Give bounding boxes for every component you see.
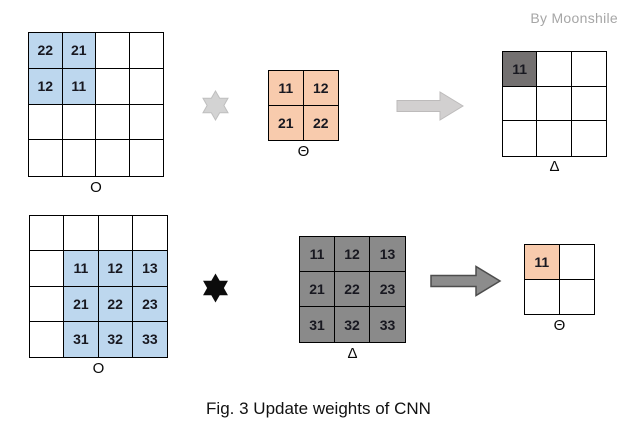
grid-bottom-input-label: O xyxy=(92,360,105,377)
grid-cell-bottom_input-r4c4: 33 xyxy=(132,321,167,357)
grid-cell-top_input-r3c4 xyxy=(129,105,163,141)
grid-cell-top_input-r4c2 xyxy=(63,140,96,176)
grid-cell-bottom_input-r3c4: 23 xyxy=(132,286,167,322)
grid-top-output-label: Δ xyxy=(549,158,560,175)
grid-cell-bottom_delta-r1c3: 13 xyxy=(370,237,405,272)
grid-cell-bottom_output-r1c2 xyxy=(559,245,594,280)
grid-top-input-label: O xyxy=(90,179,102,196)
grid-cell-top_output-r1c1: 11 xyxy=(503,52,538,87)
grid-cell-top_input-r3c3 xyxy=(96,104,130,141)
grid-cell-top_input-r2c2: 11 xyxy=(62,68,96,105)
grid-bottom-output-label: Θ xyxy=(553,317,566,334)
grid-cell-top_output-r3c1 xyxy=(503,121,538,156)
grid-cell-bottom_delta-r2c2: 22 xyxy=(335,272,370,307)
grid-bottom-delta-label: Δ xyxy=(347,345,358,362)
grid-cell-bottom_input-r1c1 xyxy=(30,216,65,252)
grid-cell-bottom_input-r4c2: 31 xyxy=(64,321,99,357)
grid-cell-bottom_input-r3c2: 21 xyxy=(64,286,99,322)
grid-cell-top_kernel-r1c2: 12 xyxy=(303,71,338,106)
watermark-text: By Moonshile xyxy=(530,10,618,26)
grid-cell-bottom_input-r2c4: 13 xyxy=(132,251,167,287)
grid-cell-bottom_delta-r3c1: 31 xyxy=(300,307,335,342)
right-arrow-light-icon xyxy=(396,91,464,126)
grid-cell-bottom_input-r1c4 xyxy=(132,216,167,252)
grid-cell-bottom_input-r2c2: 11 xyxy=(64,251,99,287)
grid-bottom-output: 11 xyxy=(524,244,595,315)
grid-cell-top_input-r2c4 xyxy=(129,69,163,105)
grid-top-output: 11 xyxy=(502,51,607,157)
grid-cell-bottom_delta-r2c3: 23 xyxy=(370,272,405,307)
grid-cell-bottom_delta-r3c2: 32 xyxy=(335,307,370,342)
grid-cell-bottom_output-r2c1 xyxy=(525,279,560,314)
grid-cell-bottom_input-r3c1 xyxy=(30,286,65,322)
grid-cell-bottom_input-r1c3 xyxy=(98,216,133,252)
grid-cell-bottom_delta-r1c1: 11 xyxy=(300,237,335,272)
grid-cell-top_output-r1c2 xyxy=(537,52,572,87)
grid-cell-top_kernel-r1c1: 11 xyxy=(269,71,304,106)
grid-cell-bottom_delta-r2c1: 21 xyxy=(300,272,335,307)
grid-cell-top_input-r1c2: 21 xyxy=(62,33,96,69)
grid-cell-bottom_input-r3c3: 22 xyxy=(98,286,133,322)
grid-cell-bottom_input-r2c1 xyxy=(30,251,65,287)
figure-caption: Fig. 3 Update weights of CNN xyxy=(206,399,431,418)
right-arrow-dark-icon xyxy=(430,265,502,302)
grid-cell-top_output-r2c2 xyxy=(537,86,572,122)
convolution-star-light-icon xyxy=(200,89,231,127)
grid-cell-top_kernel-r2c2: 22 xyxy=(303,105,338,140)
grid-cell-top_input-r3c1 xyxy=(29,104,63,141)
grid-cell-bottom_input-r4c1 xyxy=(30,321,65,357)
grid-cell-top_output-r1c3 xyxy=(571,52,606,87)
grid-cell-bottom_output-r1c1: 11 xyxy=(525,245,560,280)
grid-top-kernel-label: Θ xyxy=(297,143,310,160)
grid-cell-top_input-r1c4 xyxy=(129,33,163,69)
grid-cell-top_input-r1c3 xyxy=(96,33,130,69)
grid-cell-top_input-r3c2 xyxy=(62,104,96,141)
grid-cell-top_input-r1c1: 22 xyxy=(29,33,63,69)
grid-cell-top_input-r4c3 xyxy=(96,140,130,176)
grid-cell-bottom_input-r4c3: 32 xyxy=(98,321,133,357)
grid-cell-top_input-r2c1: 12 xyxy=(29,68,63,105)
grid-cell-top_kernel-r2c1: 21 xyxy=(269,105,304,140)
grid-cell-top_input-r4c1 xyxy=(29,140,63,176)
grid-cell-top_input-r2c3 xyxy=(96,68,130,105)
grid-cell-top_output-r2c1 xyxy=(503,86,538,122)
grid-cell-bottom_delta-r1c2: 12 xyxy=(335,237,370,272)
grid-cell-top_output-r3c3 xyxy=(572,121,606,156)
grid-cell-top_input-r4c4 xyxy=(130,140,164,176)
grid-cell-bottom_delta-r3c3: 33 xyxy=(370,307,405,342)
grid-cell-bottom_input-r1c2 xyxy=(64,216,99,252)
grid-cell-top_output-r3c2 xyxy=(537,121,572,156)
convolution-star-dark-icon xyxy=(201,273,230,308)
grid-cell-bottom_output-r2c2 xyxy=(560,280,595,315)
grid-cell-top_output-r2c3 xyxy=(571,87,606,122)
grid-cell-bottom_input-r2c3: 12 xyxy=(98,251,133,287)
